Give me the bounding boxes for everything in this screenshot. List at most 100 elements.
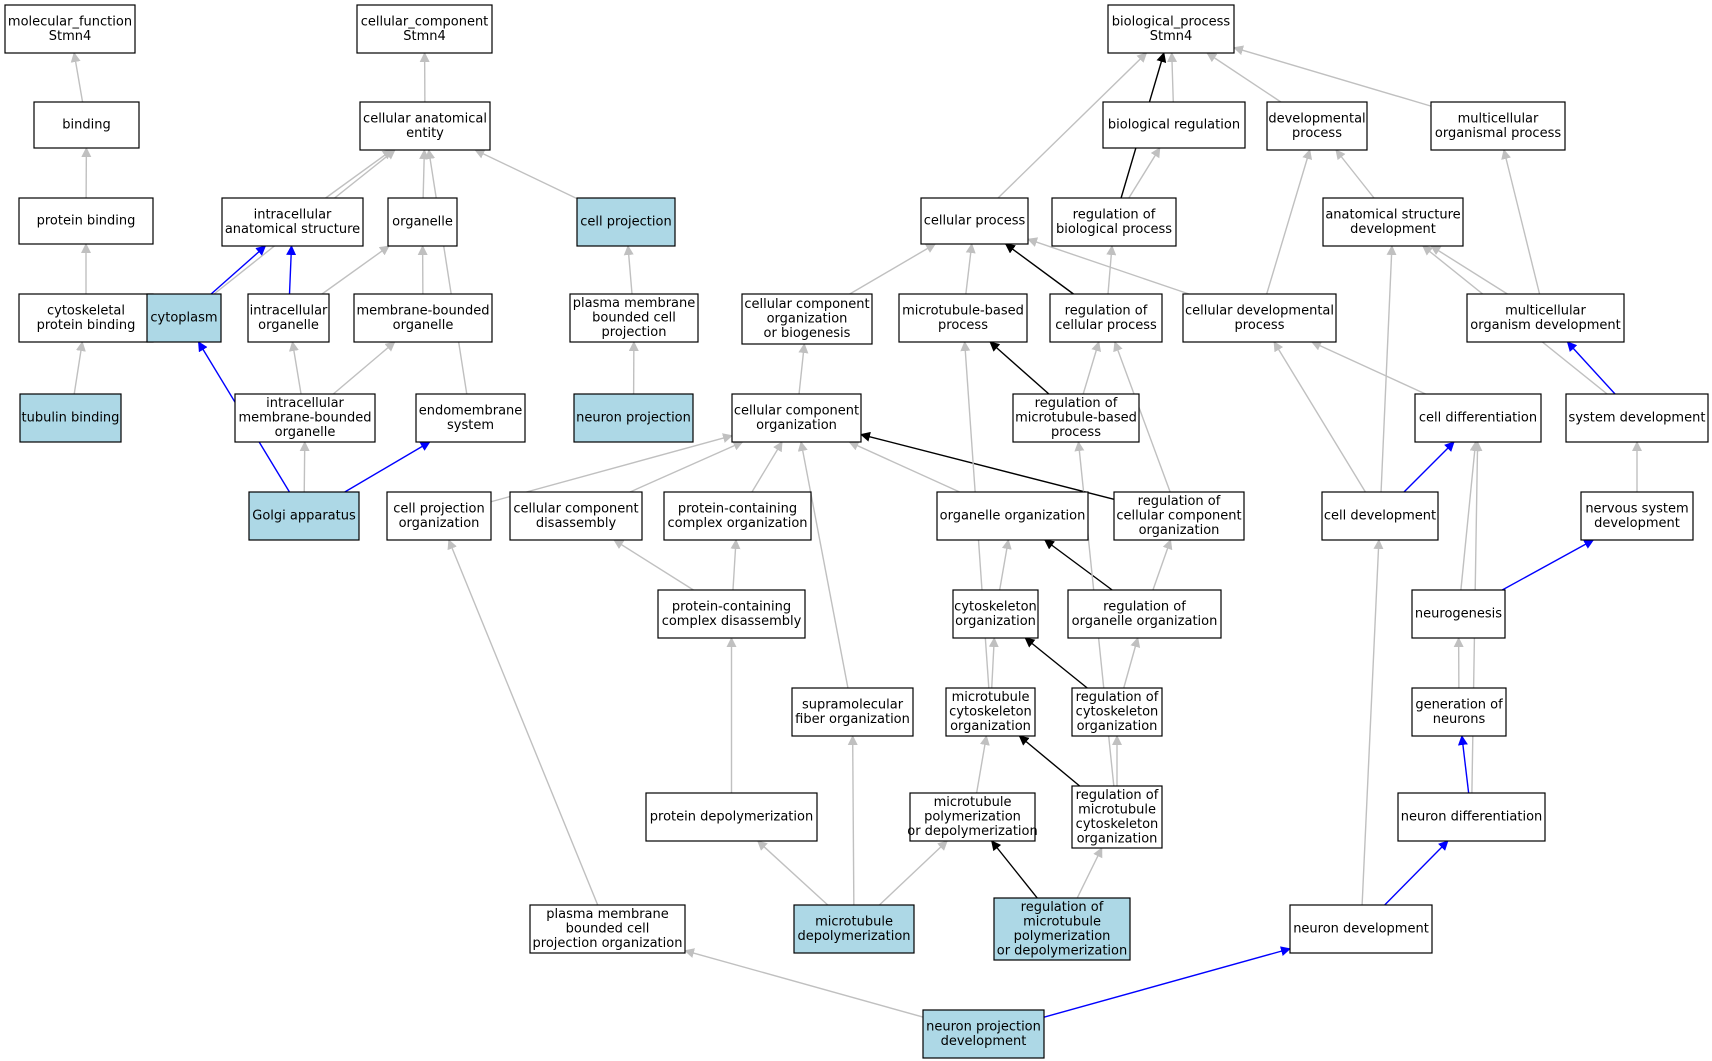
go-term-box — [1049, 293, 1163, 343]
go-term-label-line: generation of — [1415, 697, 1503, 712]
go-term-celldev: cell development — [1321, 491, 1439, 541]
edge-is_a-mod-to-multiproc — [1501, 149, 1541, 295]
edge-line — [1106, 245, 1117, 295]
go-term-tubbind: tubulin binding — [19, 393, 122, 443]
go-term-label-line: cytoskeleton — [1076, 817, 1159, 832]
go-term-label-line: complex disassembly — [662, 614, 802, 629]
go-term-label-line: multicellular — [1505, 303, 1586, 318]
edge-line — [1044, 539, 1113, 591]
go-term-label-line: cellular component — [513, 501, 638, 516]
go-term-label-line: regulation of — [1065, 303, 1148, 318]
go-term-label-line: organelle — [275, 425, 336, 440]
go-term-label-line: cytoskeleton — [949, 705, 1032, 720]
go-term-label-line: development — [1594, 516, 1680, 531]
go-term-box — [731, 393, 862, 443]
edge-regulates-regcco-to-cco — [860, 431, 1115, 501]
edge-line — [751, 441, 783, 493]
go-term-box — [353, 293, 493, 343]
go-term-box — [1430, 101, 1566, 151]
go-term-label-line: neurogenesis — [1415, 607, 1502, 622]
go-term-box — [945, 687, 1036, 737]
edge-line — [1380, 245, 1397, 493]
go-term-label-line: Stmn4 — [403, 29, 446, 44]
edge-line — [860, 431, 1115, 501]
edge-line — [988, 637, 999, 689]
go-term-label-line: supramolecular — [802, 697, 904, 712]
go-term-label-line: organelle organization — [940, 509, 1086, 524]
go-term-label-line: bounded cell — [592, 311, 676, 326]
go-term-label-line: entity — [406, 126, 444, 141]
edge-is_a-regcco-to-regcp — [1113, 341, 1171, 493]
go-term-label-line: developmental — [1268, 111, 1365, 126]
go-term-box — [1266, 101, 1368, 151]
go-term-label-line: process — [1235, 318, 1285, 333]
go-term-box — [18, 293, 154, 343]
edge-is_a-pcd-to-pco — [730, 539, 741, 591]
go-term-label-line: cellular_component — [361, 14, 489, 29]
edge-is_a-mod-to-asd — [1430, 245, 1508, 295]
edge-is_a-regcso-to-regoo — [1123, 637, 1141, 689]
go-term-label-line: anatomical structure — [1325, 207, 1460, 222]
edge-line — [1233, 45, 1432, 107]
edge-is_a-mtco-to-cso — [988, 637, 999, 689]
go-term-label-line: tubulin binding — [22, 411, 120, 426]
edge-regulates-regmtco-to-mtco — [1018, 735, 1081, 787]
edge-is_a-imbo-to-intraorg — [288, 341, 302, 395]
go-term-label-line: process — [938, 318, 988, 333]
edge-part_of-npd-to-neudev — [1043, 946, 1291, 1018]
go-term-label-line: neuron projection — [926, 1019, 1041, 1034]
edge-is_a-neudev-to-celldev — [1361, 539, 1384, 906]
go-term-protdepol: protein depolymerization — [645, 792, 818, 842]
edge-line — [847, 735, 858, 906]
go-term-label-line: cytoskeleton — [1076, 705, 1159, 720]
go-term-box — [19, 393, 122, 443]
edge-line — [1043, 946, 1291, 1018]
go-term-label-line: development — [941, 1034, 1027, 1049]
edge-line — [1403, 441, 1455, 493]
edge-line — [757, 840, 829, 906]
go-term-cytoplasm: cytoplasm — [146, 293, 222, 343]
edge-line — [1206, 52, 1282, 103]
go-term-label-line: intracellular — [254, 207, 332, 222]
edge-line — [299, 441, 310, 493]
go-term-golgi: Golgi apparatus — [248, 491, 360, 541]
edge-line — [798, 343, 809, 395]
go-term-label-line: membrane-bounded — [238, 411, 371, 426]
go-term-box — [1411, 589, 1506, 639]
edge-is_a-binding-to-mf — [70, 52, 84, 103]
go-term-box — [234, 393, 376, 443]
edge-line — [1018, 735, 1081, 787]
go-term-box — [1012, 393, 1140, 443]
edge-line — [1004, 243, 1074, 295]
go-term-organelle: organelle — [387, 197, 458, 247]
edge-part_of-neudiff-to-gen — [1457, 735, 1470, 794]
go-term-box — [1321, 491, 1439, 541]
edge-is_a-ias-to-cae — [325, 149, 393, 199]
edge-is_a-regoo-to-regcco — [1152, 539, 1173, 591]
go-term-box — [573, 393, 694, 443]
edge-is_a-pcd-to-ccd — [613, 539, 694, 591]
go-term-label-line: neuron projection — [576, 411, 691, 426]
go-term-label-line: or depolymerization — [907, 824, 1038, 839]
go-term-bioreg: biological regulation — [1102, 101, 1246, 149]
go-term-label-line: organization — [955, 614, 1036, 629]
edge-part_of-intraorg-to-ias — [286, 245, 297, 295]
go-term-regmtpd: regulation ofmicrotubulepolymerizationor… — [993, 897, 1131, 961]
go-term-label-line: intracellular — [250, 303, 328, 318]
edge-line — [419, 149, 430, 199]
edge-is_a-pmbcp-to-cellproj — [623, 245, 634, 295]
go-term-label-line: process — [1051, 425, 1101, 440]
go-term-label-line: protein-containing — [678, 501, 797, 516]
edge-line — [878, 840, 948, 906]
go-term-box — [359, 101, 491, 151]
edge-regulates-regcp-to-cellproc — [1004, 243, 1074, 295]
edge-line — [321, 245, 390, 295]
edge-is_a-mtdepol-to-sfo — [847, 735, 858, 906]
go-term-label-line: organelle organization — [1072, 614, 1218, 629]
